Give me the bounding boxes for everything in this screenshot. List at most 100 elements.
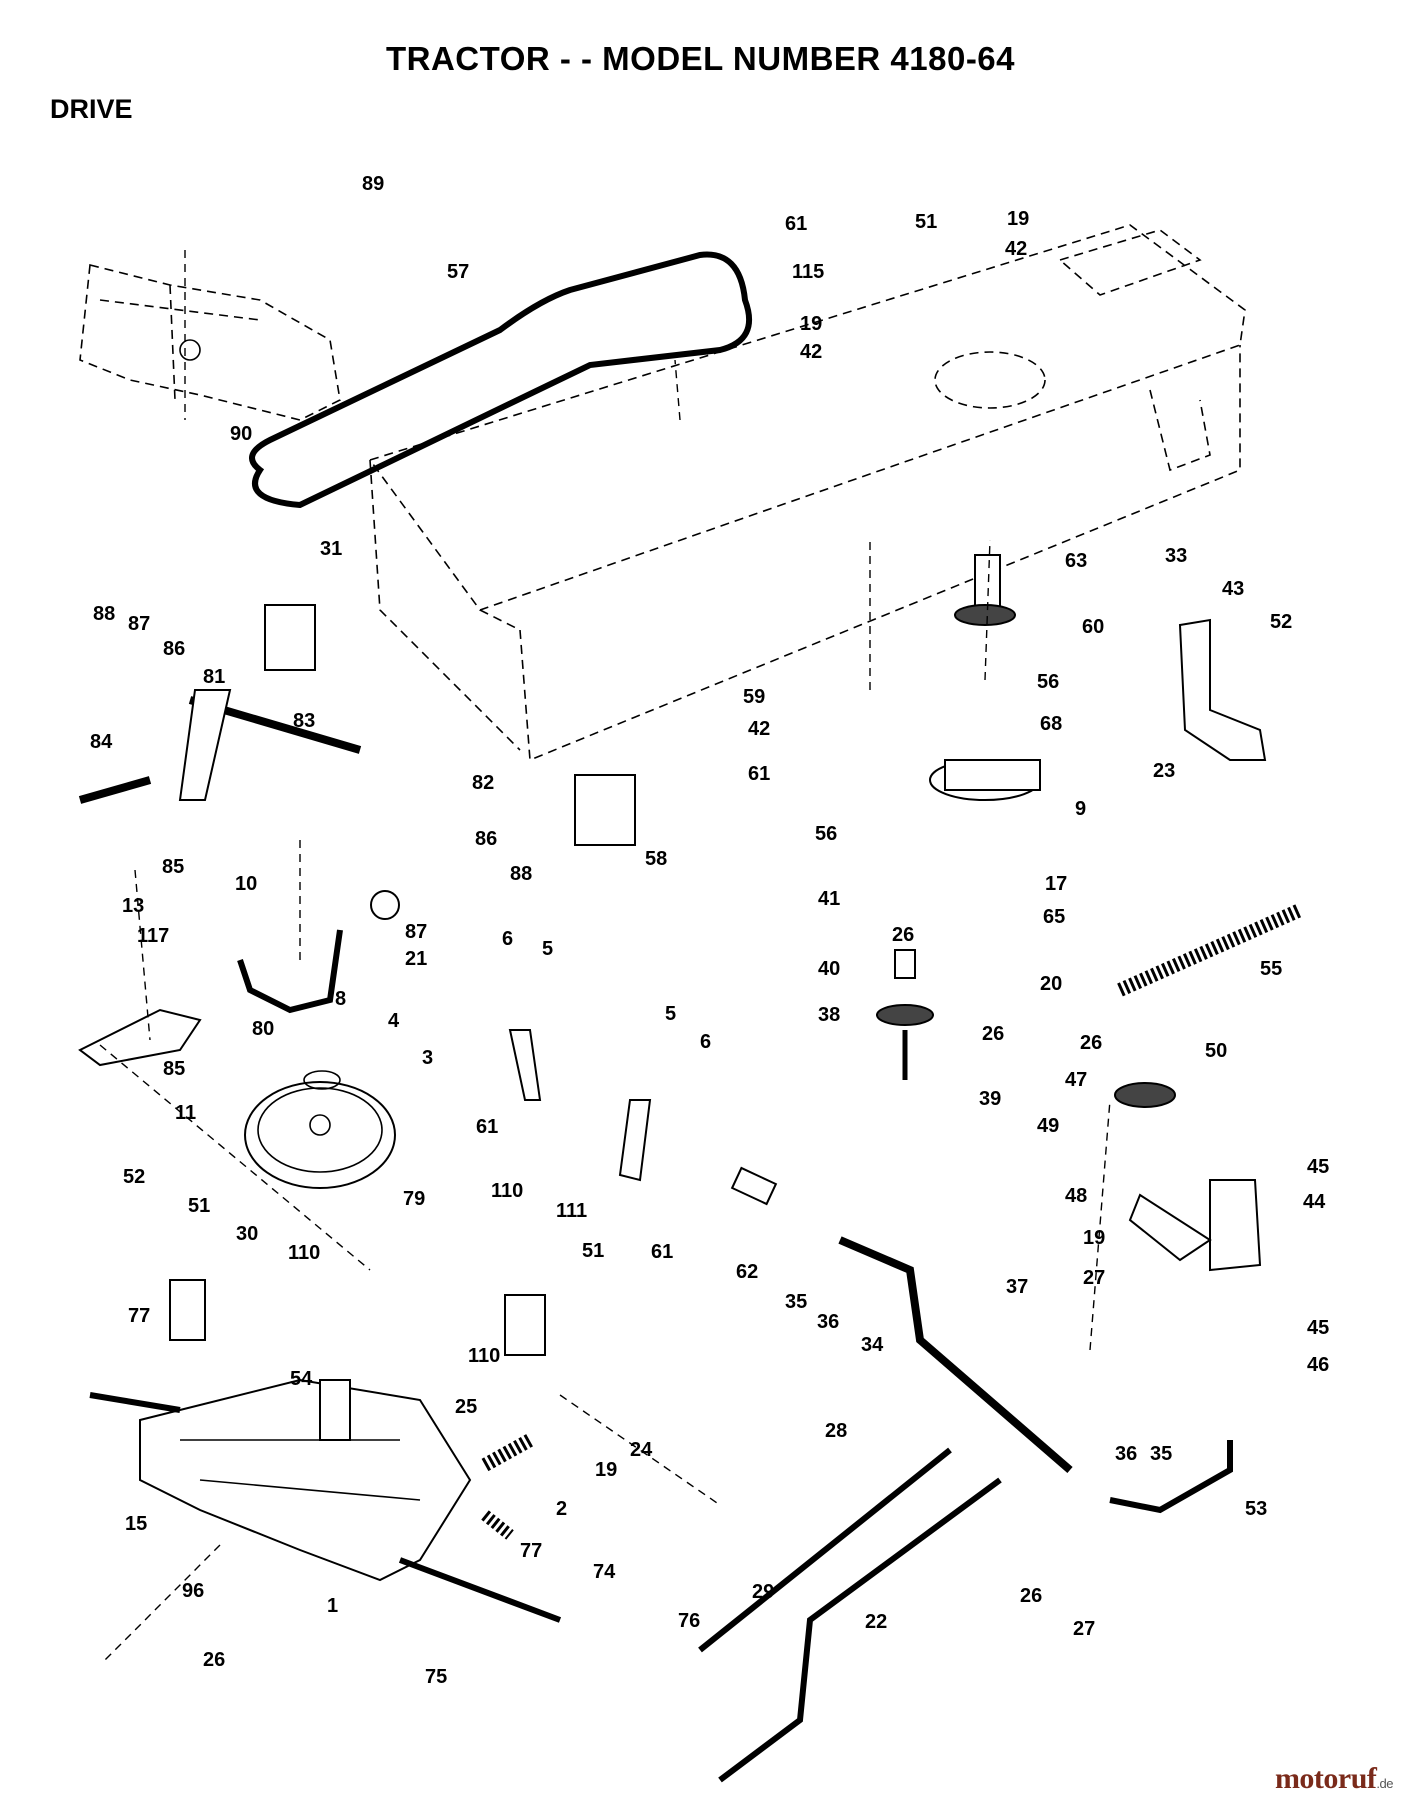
callout-26: 26 [892, 924, 914, 946]
callout-26: 26 [1080, 1032, 1102, 1054]
bracket-5-left [508, 1029, 542, 1101]
callout-21: 21 [405, 948, 427, 970]
callout-24: 24 [630, 1439, 653, 1461]
pedal-linkage [698, 1166, 1262, 1783]
callout-110: 110 [288, 1242, 320, 1264]
watermark: motoruf.de [1274, 1762, 1394, 1796]
main-frame [368, 224, 1246, 762]
callout-1: 1 [327, 1595, 338, 1617]
callout-74: 74 [593, 1561, 616, 1583]
pulley-3 [244, 1070, 396, 1189]
callout-115: 115 [792, 261, 824, 283]
callout-89: 89 [362, 173, 384, 195]
spring-25 [481, 1433, 534, 1472]
callout-52: 52 [123, 1166, 145, 1188]
callout-53: 53 [1245, 1498, 1267, 1520]
callout-45: 45 [1307, 1317, 1329, 1339]
watermark-brand: motoruf [1274, 1762, 1377, 1795]
callout-43: 43 [1222, 578, 1244, 600]
callout-88: 88 [93, 603, 115, 625]
callout-82: 82 [472, 772, 494, 794]
callout-35: 35 [785, 1291, 807, 1313]
callout-5: 5 [542, 938, 553, 960]
pulley-47 [1114, 1082, 1176, 1108]
callout-68: 68 [1040, 713, 1062, 735]
callout-90: 90 [230, 423, 252, 445]
drive-belt [249, 251, 752, 509]
callout-40: 40 [818, 958, 840, 980]
callout-45: 45 [1307, 1156, 1329, 1178]
callout-34: 34 [861, 1334, 884, 1356]
bracket-58 [574, 774, 636, 846]
callout-38: 38 [818, 1004, 840, 1026]
callout-36: 36 [1115, 1443, 1137, 1465]
callout-57: 57 [447, 261, 469, 283]
callout-61: 61 [476, 1116, 498, 1138]
callout-27: 27 [1083, 1267, 1105, 1289]
callout-88: 88 [510, 863, 532, 885]
callout-52: 52 [1270, 611, 1292, 633]
callout-37: 37 [1006, 1276, 1028, 1298]
callout-85: 85 [162, 856, 184, 878]
callout-85: 85 [163, 1058, 185, 1080]
callout-26: 26 [1020, 1585, 1042, 1607]
callout-28: 28 [825, 1420, 847, 1442]
clutch-stack [876, 554, 1041, 1080]
callout-29: 29 [752, 1581, 774, 1603]
callout-31: 31 [320, 538, 342, 560]
callout-23: 23 [1153, 760, 1175, 782]
bracket-30 [169, 1279, 206, 1341]
callout-60: 60 [1082, 616, 1104, 638]
callout-51: 51 [582, 1240, 604, 1262]
callout-76: 76 [678, 1610, 700, 1632]
callout-111: 111 [556, 1200, 587, 1222]
callout-9: 9 [1075, 798, 1086, 820]
callout-6: 6 [700, 1031, 711, 1053]
callout-44: 44 [1303, 1191, 1326, 1213]
callout-63: 63 [1065, 550, 1087, 572]
callout-61: 61 [651, 1241, 673, 1263]
callout-54: 54 [290, 1368, 313, 1390]
shift-linkage [78, 689, 400, 1014]
callout-6: 6 [502, 928, 513, 950]
callout-58: 58 [645, 848, 667, 870]
callout-13: 13 [122, 895, 144, 917]
callout-47: 47 [1065, 1069, 1087, 1091]
callout-5: 5 [665, 1003, 676, 1025]
callout-19: 19 [800, 313, 822, 335]
callout-2: 2 [556, 1498, 567, 1520]
callout-26: 26 [982, 1023, 1004, 1045]
callout-110: 110 [491, 1180, 523, 1202]
callout-27: 27 [1073, 1618, 1095, 1640]
callout-10: 10 [235, 873, 257, 895]
callout-77: 77 [520, 1540, 542, 1562]
callout-62: 62 [736, 1261, 758, 1283]
bracket-111 [504, 1294, 546, 1356]
spring-55 [1117, 903, 1303, 997]
spring-2 [481, 1510, 514, 1540]
callout-96: 96 [182, 1580, 204, 1602]
callout-30: 30 [236, 1223, 258, 1245]
callout-87: 87 [405, 921, 427, 943]
rear-fender [79, 264, 341, 421]
diagram-title: TRACTOR - - MODEL NUMBER 4180-64 [385, 40, 1016, 77]
callout-15: 15 [125, 1513, 147, 1535]
callout-26: 26 [203, 1649, 225, 1671]
callout-42: 42 [748, 718, 770, 740]
callout-84: 84 [90, 731, 113, 753]
callout-56: 56 [815, 823, 837, 845]
callout-8: 8 [335, 988, 346, 1010]
callout-83: 83 [293, 710, 315, 732]
callout-25: 25 [455, 1396, 477, 1418]
callout-48: 48 [1065, 1185, 1087, 1207]
callout-117: 117 [137, 925, 169, 947]
bracket-23 [1178, 618, 1267, 761]
callout-33: 33 [1165, 545, 1187, 567]
callout-55: 55 [1260, 958, 1282, 980]
callout-19: 19 [1083, 1227, 1105, 1249]
callout-86: 86 [475, 828, 497, 850]
callout-51: 51 [188, 1195, 210, 1217]
transmission-1 [89, 1378, 562, 1623]
callout-42: 42 [800, 341, 822, 363]
callout-81: 81 [203, 666, 225, 688]
